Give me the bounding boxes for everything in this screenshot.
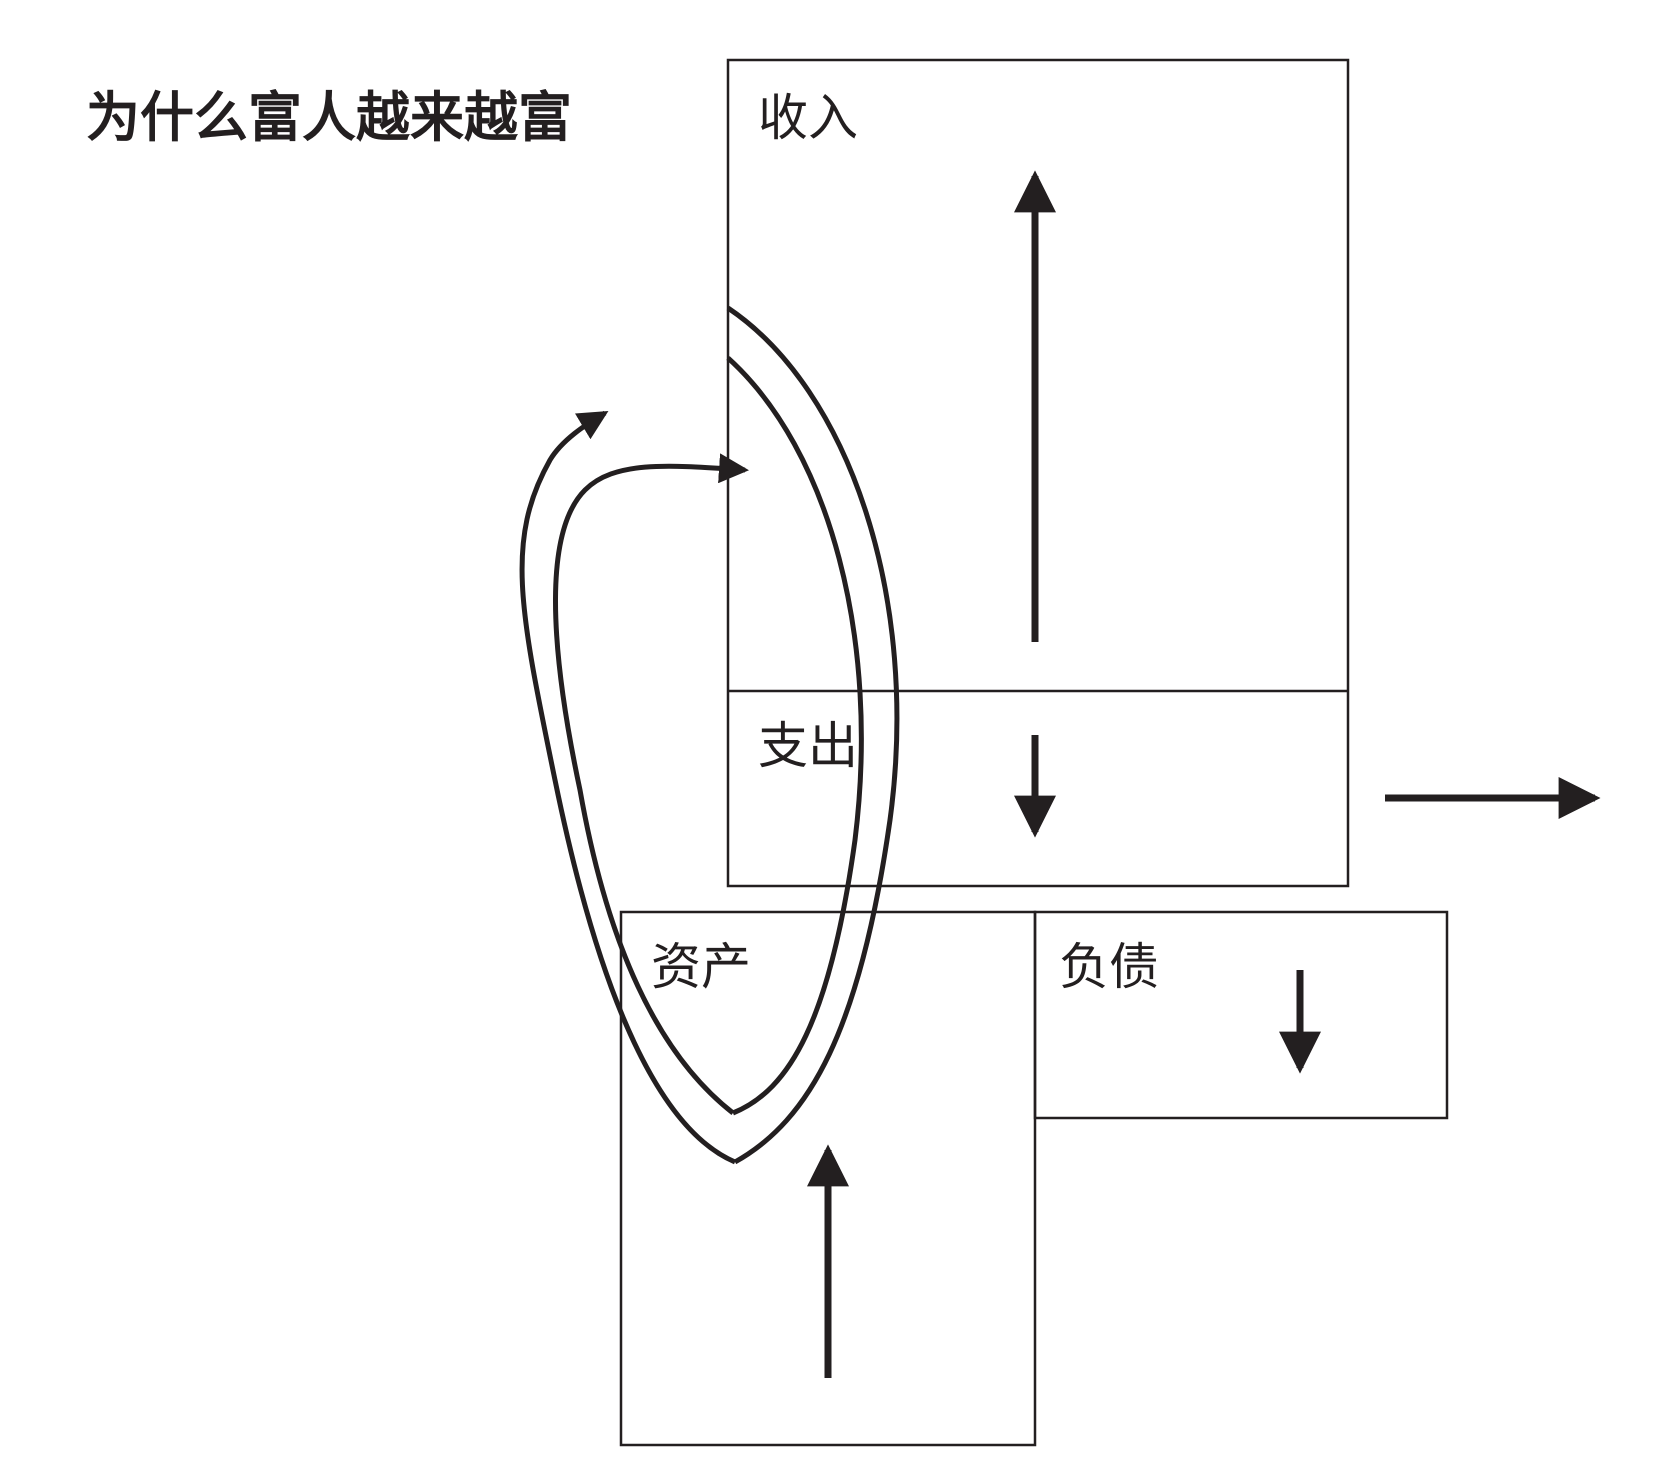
- income-to-assets-loop-inner: [726, 356, 864, 1116]
- diagram-title: 为什么富人越来越富: [86, 86, 572, 149]
- assets-to-income-outer-arrow: [519, 410, 736, 1165]
- liabilities-label: 负债: [1059, 938, 1159, 996]
- assets-to-income-inner-arrow: [553, 453, 749, 1115]
- expense-label: 支出: [758, 717, 858, 775]
- income-label: 收入: [758, 89, 858, 147]
- assets-box: [619, 910, 1037, 1447]
- liabilities-box: [1033, 910, 1449, 1120]
- income-to-assets-loop-outer: [726, 305, 900, 1165]
- assets-label: 资产: [651, 938, 751, 996]
